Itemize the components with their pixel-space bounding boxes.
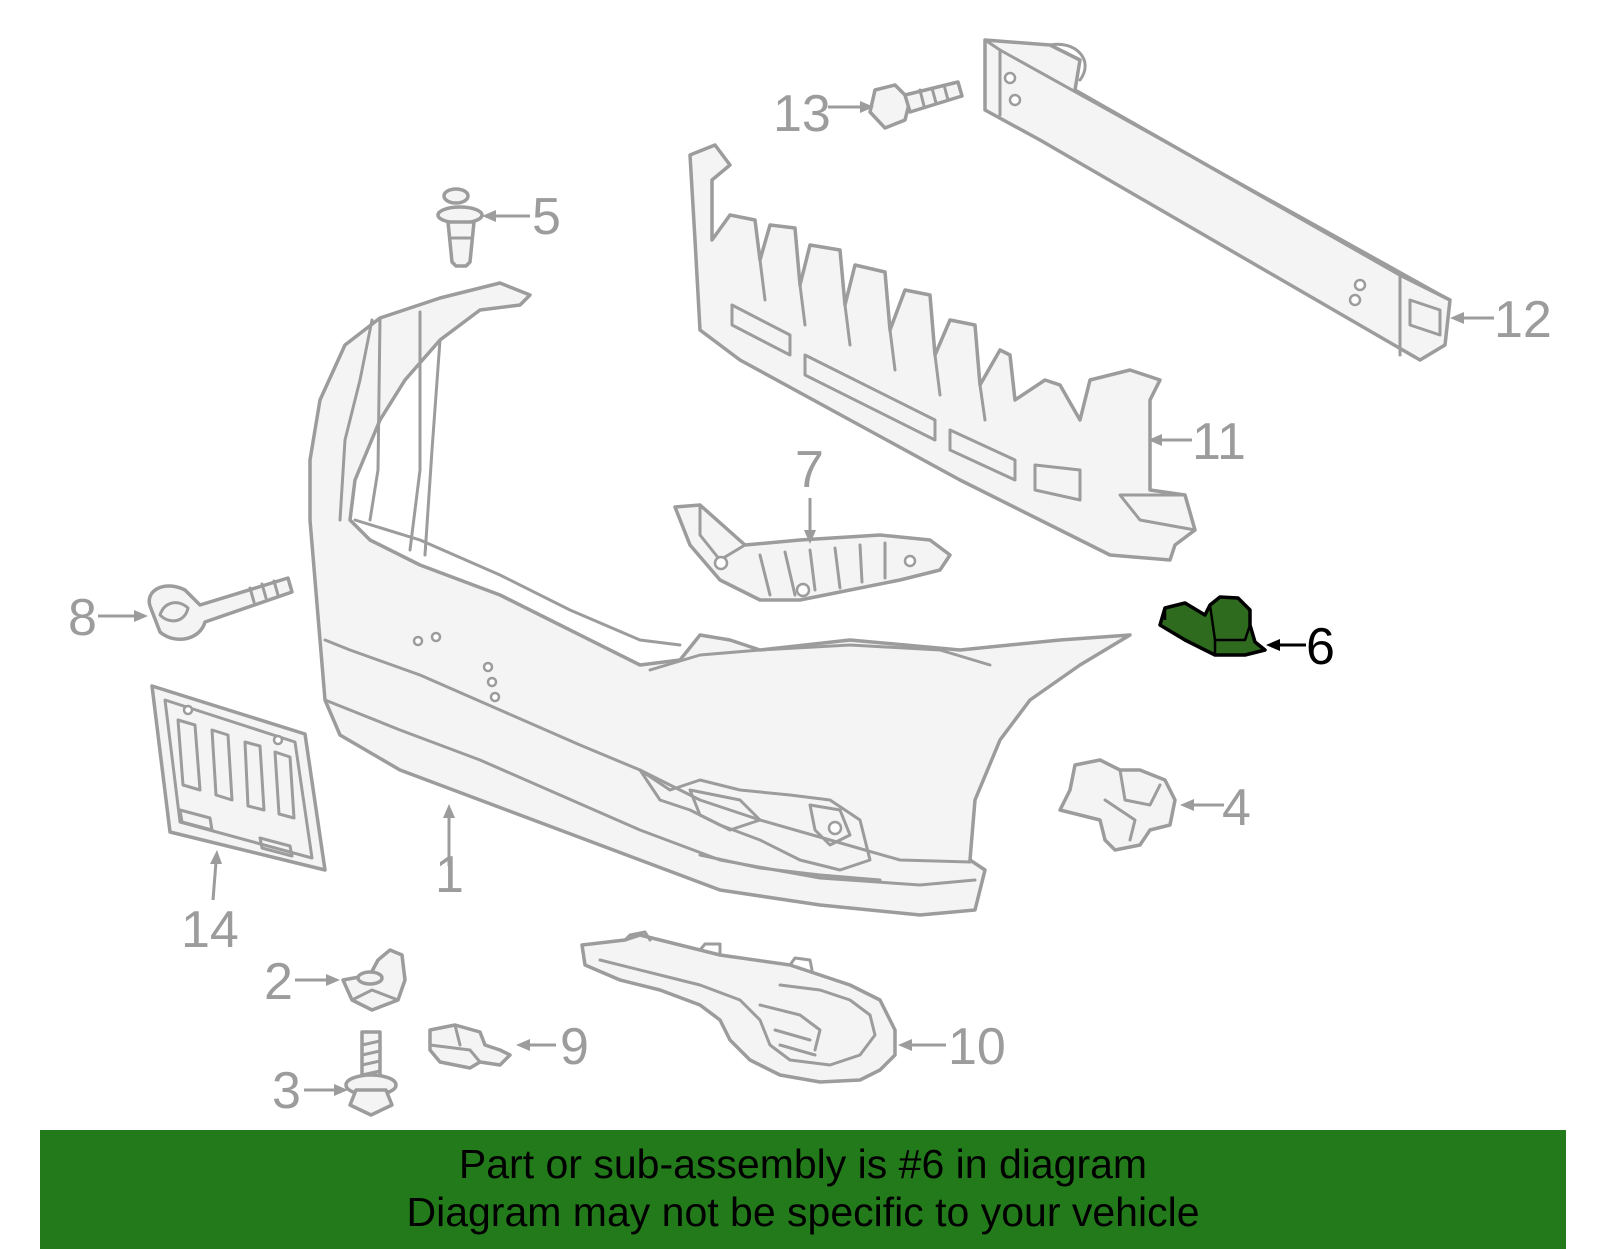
callout-7: 7 bbox=[795, 441, 824, 544]
callout-10: 10 bbox=[898, 1018, 1006, 1076]
part-5-push-clip[interactable] bbox=[436, 187, 484, 268]
banner-line-2: Diagram may not be specific to your vehi… bbox=[406, 1189, 1200, 1235]
callout-13-label: 13 bbox=[773, 85, 831, 143]
part-6-highlighted-bracket[interactable] bbox=[1158, 595, 1267, 657]
callout-3-label: 3 bbox=[272, 1062, 301, 1120]
callout-2: 2 bbox=[264, 953, 340, 1011]
callout-12: 12 bbox=[1450, 291, 1552, 349]
part-9-clip[interactable] bbox=[428, 1023, 512, 1070]
callout-8: 8 bbox=[68, 589, 148, 647]
callout-6: 6 bbox=[1266, 618, 1335, 676]
callout-1-label: 1 bbox=[435, 846, 464, 904]
callout-14-label: 14 bbox=[181, 901, 239, 959]
callout-4: 4 bbox=[1180, 779, 1251, 837]
part-2-clip-nut[interactable] bbox=[341, 948, 407, 1012]
callout-7-label: 7 bbox=[795, 441, 824, 499]
part-7-bracket[interactable] bbox=[673, 503, 952, 602]
part-10-fog-lamp-bezel[interactable] bbox=[580, 930, 897, 1084]
part-12-reinforcement-beam[interactable] bbox=[983, 38, 1452, 362]
callout-11: 11 bbox=[1148, 413, 1246, 471]
banner-line-1: Part or sub-assembly is #6 in diagram bbox=[458, 1141, 1148, 1187]
callout-2-label: 2 bbox=[264, 953, 293, 1011]
part-14-license-plate-bracket[interactable] bbox=[150, 684, 327, 872]
callout-1: 1 bbox=[435, 804, 464, 904]
callout-8-label: 8 bbox=[68, 589, 97, 647]
callout-3: 3 bbox=[272, 1062, 348, 1120]
part-1-bumper-cover[interactable] bbox=[308, 281, 1132, 917]
part-4-bracket[interactable] bbox=[1058, 758, 1177, 852]
part-11-energy-absorber[interactable] bbox=[688, 143, 1197, 562]
part-13-bolt[interactable] bbox=[868, 80, 964, 130]
part-3-flange-bolt[interactable] bbox=[344, 1030, 398, 1117]
callout-10-label: 10 bbox=[948, 1018, 1006, 1076]
callout-9-label: 9 bbox=[560, 1018, 589, 1076]
callout-5-label: 5 bbox=[532, 188, 561, 246]
info-banner: Part or sub-assembly is #6 in diagram Di… bbox=[40, 1130, 1566, 1249]
callout-9: 9 bbox=[516, 1018, 589, 1076]
callout-5: 5 bbox=[482, 188, 561, 246]
callout-12-label: 12 bbox=[1494, 291, 1552, 349]
callout-13: 13 bbox=[773, 85, 874, 143]
part-8-tow-hook[interactable] bbox=[147, 576, 294, 641]
callout-6-label: 6 bbox=[1306, 618, 1335, 676]
callout-11-label: 11 bbox=[1192, 413, 1246, 471]
callout-14: 14 bbox=[181, 850, 239, 959]
callout-4-label: 4 bbox=[1222, 779, 1251, 837]
